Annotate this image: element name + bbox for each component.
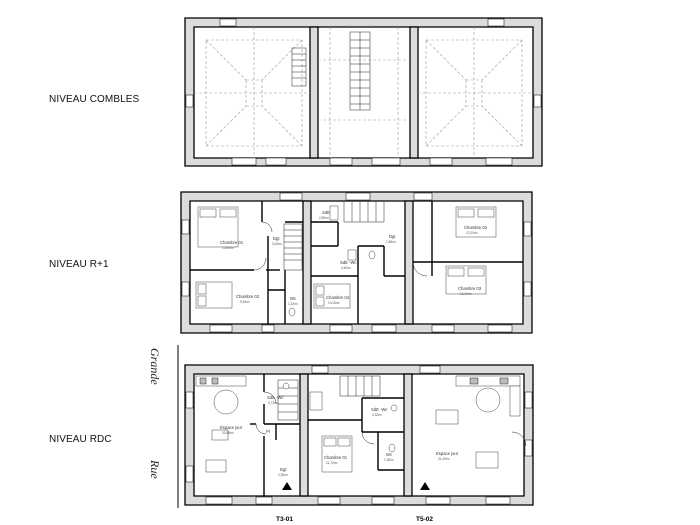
combles-outer-walls	[184, 17, 543, 167]
rdc-chambre01-area: 11,72m²	[326, 461, 337, 465]
rdc-espace-jour-left-area: 20,88m²	[222, 431, 234, 435]
rdc-dgt-name: Dgt	[280, 467, 287, 472]
rdc-stairs	[277, 375, 381, 421]
r1-chambre03-name: Chambre 03	[458, 286, 482, 291]
r1-chambre02-area: 9,54m²	[240, 300, 250, 304]
rdc-section-markers: T3-01 T5-02	[276, 482, 433, 523]
r1-chambre04-name: Chambre 04	[326, 295, 350, 300]
rdc-bed	[321, 435, 353, 473]
r1-sde-area: 2,80m²	[319, 216, 329, 220]
r1-beds	[195, 206, 497, 309]
rdc-sde-wc-left-name: SdE -Wc	[267, 395, 284, 400]
rdc-party-wall-1	[299, 373, 309, 497]
level-label-combles: NIVEAU COMBLES	[49, 94, 140, 105]
section-label-t5: T5-02	[416, 516, 433, 523]
rdc-chambre01-name: Chambre 01	[324, 455, 348, 460]
rdc-interior-walls	[250, 374, 404, 496]
r1-party-wall-1	[302, 200, 312, 325]
r1-sde-wc-name: SdE -Wc	[340, 260, 357, 265]
r1-dgt-left-area: 3,04m²	[272, 242, 282, 246]
r1-dgt-left-name: Dgt	[273, 236, 280, 241]
combles-roof-lines-right	[418, 27, 533, 158]
combles-stair-middle	[349, 31, 371, 111]
rdc-espace-jour-right-name: Espace jour	[436, 451, 459, 456]
r1-chambre02b-name: Chambre 02	[464, 225, 488, 230]
rdc-dgt-area: 2,36m²	[278, 473, 288, 477]
r1-party-wall-2	[404, 200, 414, 325]
combles-stair-left	[291, 47, 307, 87]
r1-sde-wc-area: 4,40m²	[341, 266, 351, 270]
r1-chambre01-name: Chambre 01	[220, 240, 244, 245]
rdc-kitchens	[195, 375, 521, 473]
r1-dgt-right-area: 1,89m²	[386, 240, 396, 244]
rdc-tables	[211, 387, 501, 441]
r1-sanitary	[288, 205, 376, 317]
level-label-rdc: NIVEAU RDC	[49, 434, 112, 445]
r1-room-labels: Chambre 01 12,85m² Chambre 02 9,54m² Cha…	[220, 210, 488, 306]
r1-stairs	[283, 202, 385, 271]
r1-wc-name: Wc	[290, 296, 296, 301]
combles-windows	[185, 18, 542, 166]
r1-doors	[253, 221, 428, 277]
r1-chambre01-area: 12,85m²	[222, 246, 234, 250]
r1-chambre02-name: Chambre 02	[236, 294, 260, 299]
r1-wc-area: 1,32m²	[288, 302, 298, 306]
section-marker-t5	[420, 482, 430, 490]
rdc-windows	[185, 365, 533, 505]
rdc-party-wall-2	[403, 373, 413, 497]
rdc-wc-area: 1,35m²	[384, 458, 394, 462]
section-marker-t3	[282, 482, 292, 490]
r1-interior-walls	[190, 201, 523, 324]
rdc-pl-name: Pl	[266, 429, 270, 434]
section-label-t3: T3-01	[276, 516, 293, 523]
combles-roof-lines-middle	[318, 27, 410, 158]
r1-chambre03-area: 10,20m²	[460, 292, 472, 296]
r1-dgt-right-name: Dgt	[389, 234, 396, 239]
combles-wall-2	[409, 26, 419, 159]
rdc-sde-wc-right-name: SdE -Wc	[371, 407, 388, 412]
plan-combles	[184, 17, 543, 167]
combles-roof-lines-left	[194, 27, 310, 158]
rdc-espace-jour-left-name: Espace jour	[220, 425, 243, 430]
plan-r1: Chambre 01 12,85m² Chambre 02 9,54m² Cha…	[180, 191, 533, 334]
rdc-outer-walls	[184, 364, 534, 506]
r1-chambre04-area: 10,26m²	[328, 301, 340, 305]
r1-windows	[181, 192, 532, 333]
rdc-sanitary	[282, 382, 398, 453]
rdc-sde-wc-left-area: 3,73m²	[268, 401, 278, 405]
r1-sde-name: SdE	[322, 210, 330, 215]
level-label-r1: NIVEAU R+1	[49, 259, 109, 270]
combles-wall-1	[309, 26, 319, 159]
rdc-espace-jour-right-area: 31,49m²	[438, 457, 450, 461]
r1-chambre02b-area: 12,20m²	[466, 231, 478, 235]
rdc-room-labels: Espace jour 20,88m² Espace jour 31,49m² …	[220, 395, 459, 477]
plan-rdc: T3-01 T5-02 Espace jour 20,88m² Espace j…	[177, 345, 534, 523]
rdc-sde-wc-right-area: 4,32m²	[372, 413, 382, 417]
rdc-wc-name: Wc	[386, 452, 392, 457]
rdc-doors	[255, 391, 527, 447]
